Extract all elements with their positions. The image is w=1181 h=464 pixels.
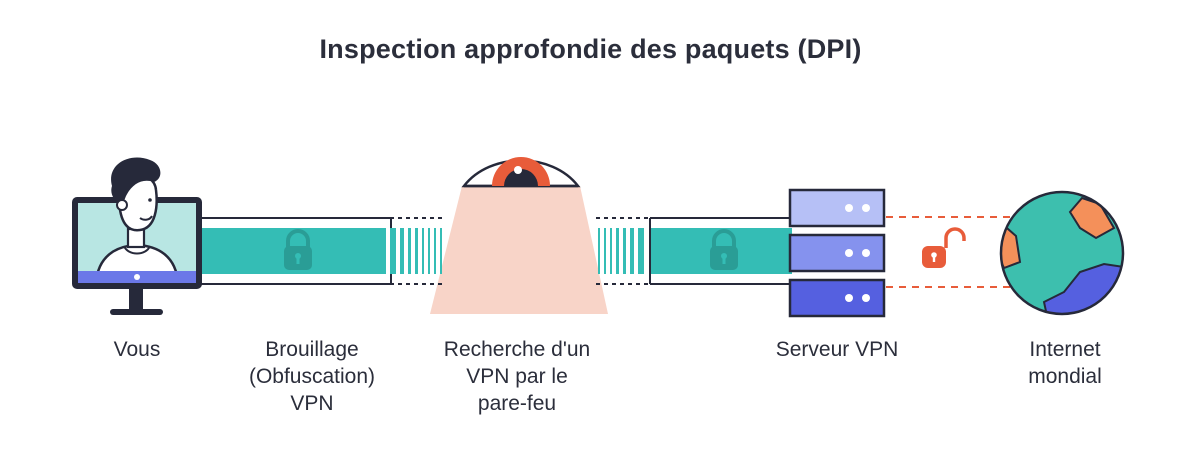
label-firewall-line2: VPN par le <box>466 365 568 388</box>
person-icon <box>94 157 180 285</box>
monitor-power-dot <box>134 274 140 280</box>
globe-icon <box>999 190 1125 316</box>
eye-icon <box>461 157 581 188</box>
right-tunnel <box>596 217 792 285</box>
left-tunnel <box>195 217 446 285</box>
firewall-beam <box>430 186 608 314</box>
label-firewall-line3: pare-feu <box>477 392 557 415</box>
label-obfuscation: Brouillage (Obfuscation) VPN <box>222 336 402 417</box>
label-you-text: Vous <box>113 338 161 361</box>
label-obfuscation-line1: Brouillage <box>265 338 359 361</box>
diagram-title: Inspection approfondie des paquets (DPI) <box>319 34 862 64</box>
label-firewall-line1: Recherche d'un <box>443 338 591 361</box>
open-lock-icon <box>922 227 966 268</box>
label-server-text: Serveur VPN <box>775 338 899 361</box>
label-firewall: Recherche d'un VPN par le pare-feu <box>420 336 614 417</box>
label-internet: Internet mondial <box>990 336 1140 390</box>
lock-icon <box>710 229 738 270</box>
label-server: Serveur VPN <box>752 336 922 363</box>
label-obfuscation-line3: VPN <box>290 392 334 415</box>
label-obfuscation-line2: (Obfuscation) <box>248 365 376 388</box>
lock-icon <box>284 229 312 270</box>
label-internet-line1: Internet <box>1029 338 1101 361</box>
label-you: Vous <box>87 336 187 363</box>
label-internet-line2: mondial <box>1028 365 1102 388</box>
server-stack-icon <box>788 188 886 318</box>
